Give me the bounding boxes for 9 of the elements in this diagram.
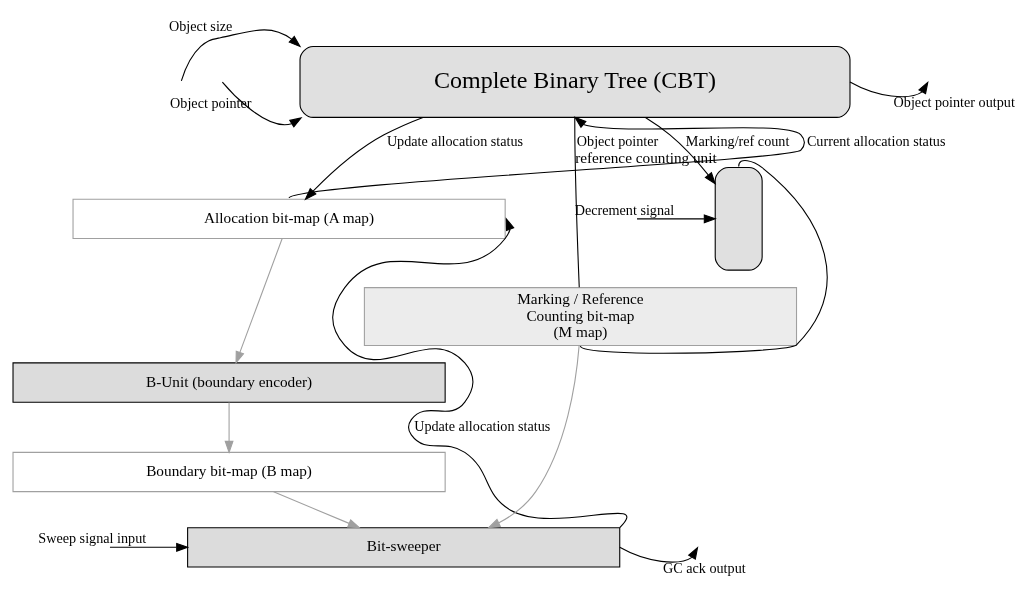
- edge-label: Marking/ref count: [685, 132, 790, 149]
- edge-label: Update allocation status: [414, 417, 551, 434]
- edge-label: Object pointer: [576, 132, 659, 149]
- edge-label: Update allocation status: [386, 132, 524, 149]
- edge-label: Current allocation status: [806, 132, 946, 149]
- edge-label: GC ack output: [663, 559, 746, 576]
- edge-label: Object size: [169, 17, 233, 34]
- edge-label: Object pointer output: [893, 93, 1015, 110]
- edge-label: Sweep signal input: [38, 529, 147, 546]
